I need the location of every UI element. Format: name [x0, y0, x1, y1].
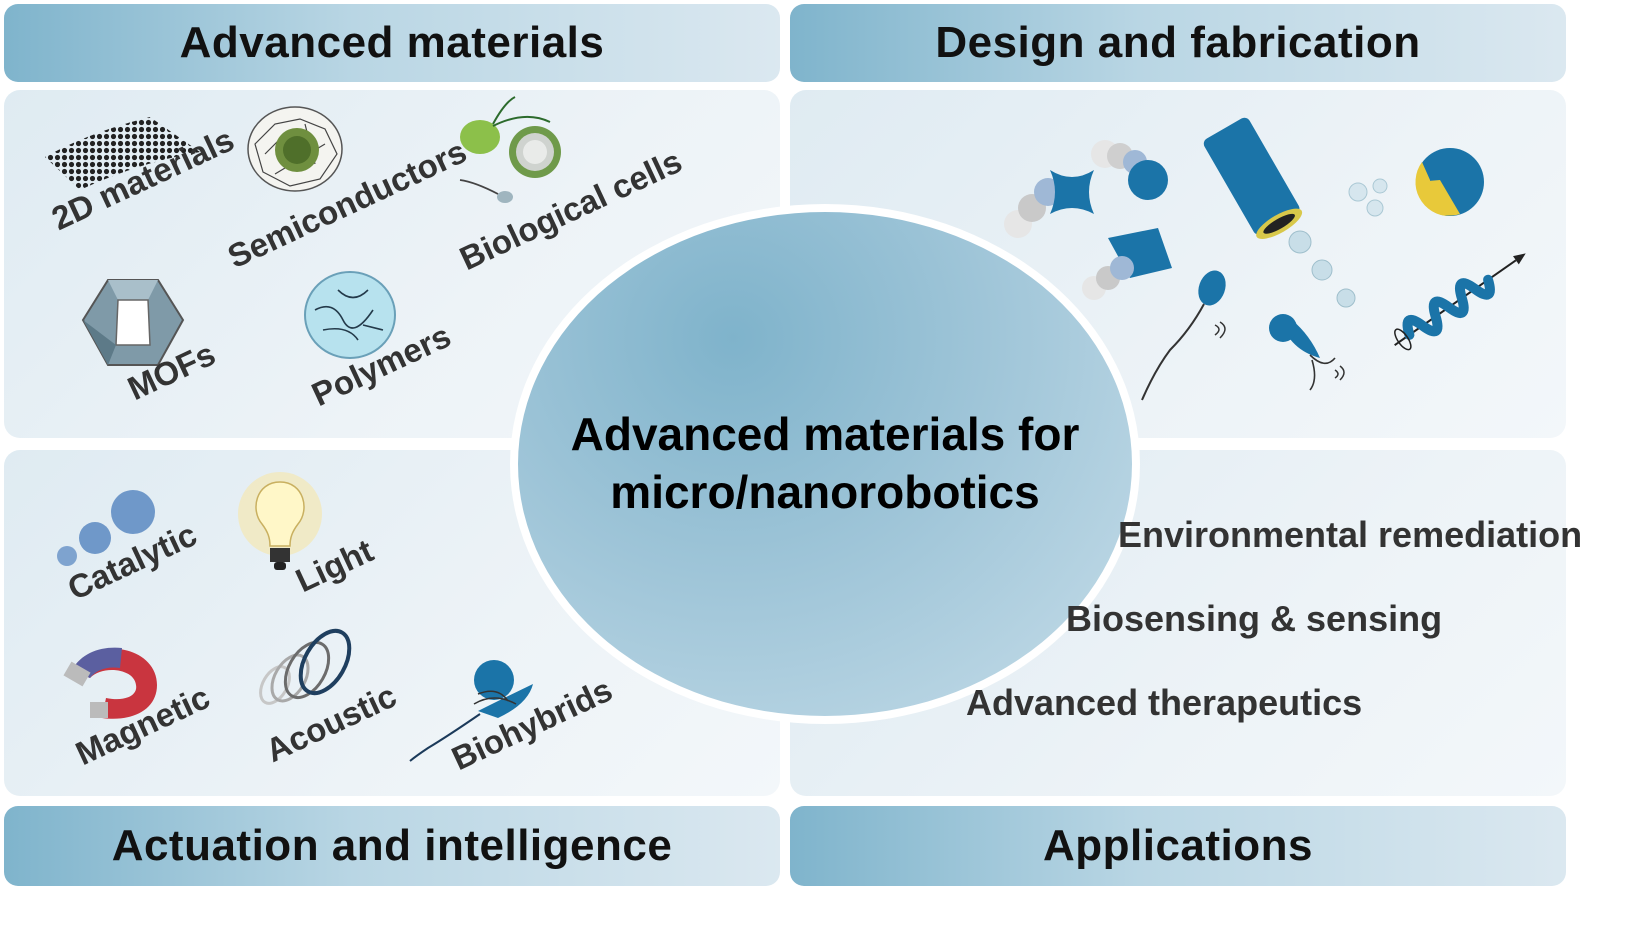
acoustic-waves-icon [259, 628, 352, 705]
magnet-icon [63, 647, 157, 719]
polymer-icon [304, 271, 396, 359]
cross-robot-icon [1050, 170, 1094, 214]
sphere-robot-icon [1128, 160, 1168, 200]
header-applications: Applications [790, 806, 1566, 886]
mof-crystal-icon [81, 279, 185, 366]
biohybrid-icon [409, 660, 533, 762]
header-advanced-materials: Advanced materials [4, 4, 780, 82]
center-ellipse [510, 204, 1140, 724]
bacteria-robot-icon [1269, 314, 1345, 391]
janus-particle-icon [1415, 148, 1484, 217]
center-title-line1: Advanced materials for [570, 408, 1080, 460]
header-design-fabrication: Design and fabrication [790, 4, 1566, 82]
tubular-robot-icon [1203, 117, 1303, 239]
semiconductor-icon [247, 106, 343, 192]
center-title: Advanced materials for micro/nanorobotic… [490, 405, 1160, 521]
flagellated-robot-icon [1141, 270, 1226, 401]
header-advanced-materials-label: Advanced materials [179, 18, 605, 67]
header-design-fabrication-label: Design and fabrication [935, 18, 1421, 67]
application-item-1: Environmental remediation [1118, 514, 1583, 555]
application-item-3: Advanced therapeutics [966, 682, 1363, 723]
2d-material-sheet-icon [45, 117, 200, 190]
header-actuation-intelligence: Actuation and intelligence [4, 806, 780, 886]
catalytic-bubbles-icon [57, 490, 155, 566]
microrobot-illustrations [1004, 117, 1526, 401]
light-bulb-icon [238, 472, 322, 570]
application-item-2: Biosensing & sensing [1066, 598, 1443, 639]
center-title-line2: micro/nanorobotics [610, 466, 1040, 518]
biological-cells-icon [459, 96, 561, 203]
helical-robot-icon [1394, 253, 1526, 351]
header-actuation-intelligence-label: Actuation and intelligence [111, 821, 673, 870]
header-applications-label: Applications [1042, 821, 1314, 870]
